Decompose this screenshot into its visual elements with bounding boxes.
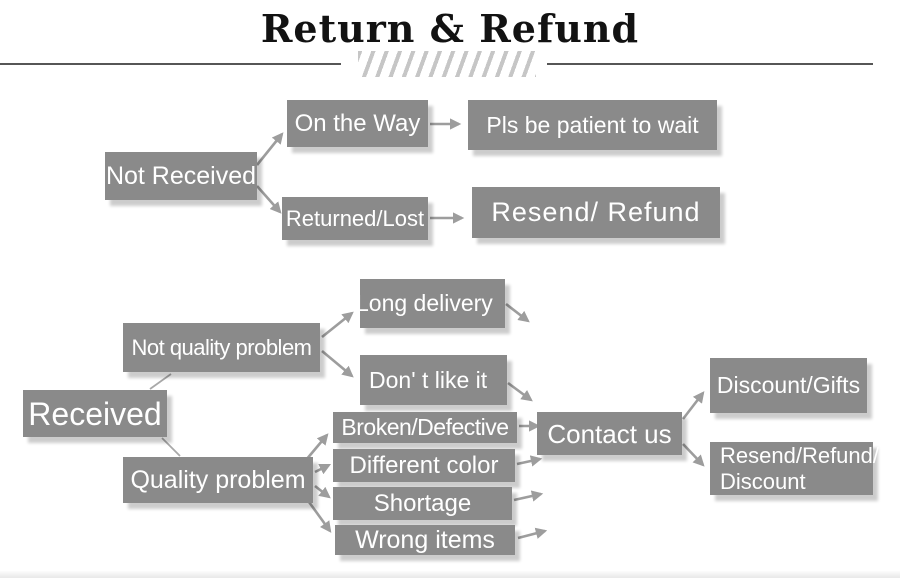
node-on-the-way: On the Way [287,100,428,147]
node-resend-refund-discount: Resend/Refund/ Discount [710,442,879,495]
node-not-quality-problem: Not quality problem [123,323,320,372]
arrow-long-delivery-out [505,302,530,323]
node-received: Received [23,390,167,437]
node-shortage: Shortage [333,487,512,520]
arrow-contact-us-to-discount-gifts [681,391,705,420]
node-discount-gifts: Discount/Gifts [710,358,867,413]
node-resend-refund-discount-line2: Discount [720,468,806,494]
node-quality-problem: Quality problem [123,457,313,503]
node-wrong-items: Wrong items [335,525,515,555]
page-title: Return & Refund [260,6,640,51]
divider-line-left [0,63,341,65]
arrow-quality-to-wrong-items [307,501,332,533]
node-resend-refund: Resend/ Refund [472,187,720,238]
arrow-not-quality-to-dont-like-it [321,350,354,378]
arrow-not-received-to-returned-lost [256,185,282,214]
divider-line-right [547,63,873,65]
diagonal-hatch-decoration [358,51,536,77]
node-resend-refund-discount-line1: Resend/Refund/ [720,443,879,469]
arrow-not-received-to-on-the-way [255,132,284,166]
node-returned-lost: Returned/Lost [282,197,428,240]
node-dont-like-it: Don' t like it [360,355,507,405]
arrow-quality-to-different-color [314,463,332,475]
line-received-to-not-quality-problem [149,373,172,390]
arrow-not-quality-to-long-delivery [321,311,354,339]
node-different-color: Different color [333,449,515,482]
node-pls-be-patient: Pls be patient to wait [468,100,717,150]
arrow-wrong-items-to-contact-us [517,527,548,540]
node-broken-defective: Broken/Defective [333,412,517,443]
bottom-edge-strip [0,571,900,578]
arrow-shortage-to-contact-us [513,490,544,502]
line-received-to-quality-problem [161,437,181,457]
arrow-dont-like-it-to-contact-us [507,381,533,402]
arrow-contact-us-to-resend-refund-discount [682,443,705,467]
node-long-delivery: Long delivery [360,279,505,328]
node-not-received: Not Received [105,152,257,200]
node-contact-us: Contact us [537,412,682,455]
arrow-quality-to-shortage [314,484,331,499]
arrow-different-color-to-contact-us [516,455,543,467]
